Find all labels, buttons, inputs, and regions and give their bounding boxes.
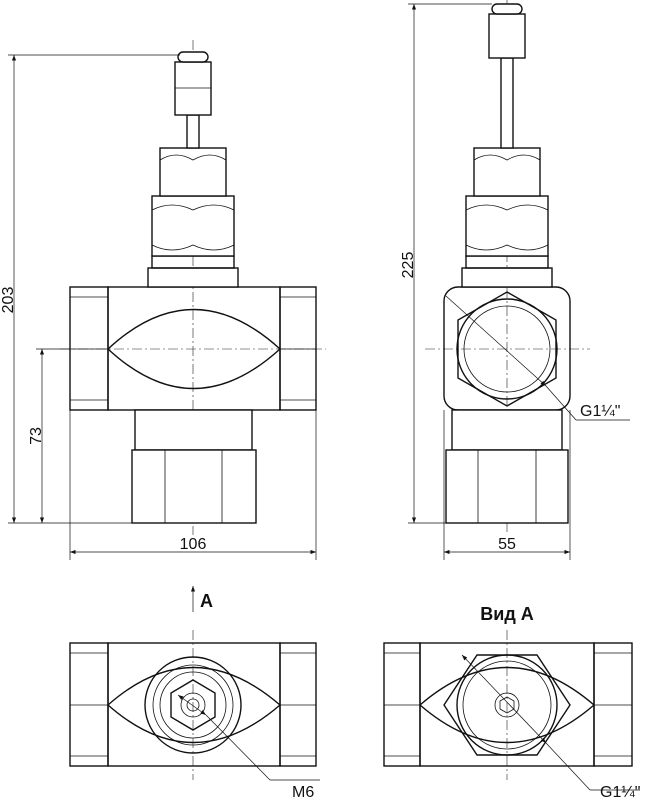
dim-225: 225 [400, 252, 417, 279]
side-thread-label: G1¼" [580, 403, 620, 420]
view-arrow-label: A [200, 591, 213, 611]
front-view [60, 40, 326, 535]
dim-203: 203 [0, 287, 17, 314]
dim-106: 106 [180, 536, 207, 553]
bottom-left-thread-label: M6 [292, 784, 314, 800]
bottom-right-thread-label: G1¼" [600, 784, 640, 800]
view-title: Вид А [480, 604, 534, 624]
bottom-right-view [383, 630, 640, 791]
bottom-left-view [69, 630, 320, 781]
dim-55: 55 [498, 536, 516, 553]
front-dimensions [8, 54, 317, 560]
side-view [425, 0, 630, 535]
dim-73: 73 [28, 427, 45, 445]
side-dimensions [408, 3, 571, 560]
